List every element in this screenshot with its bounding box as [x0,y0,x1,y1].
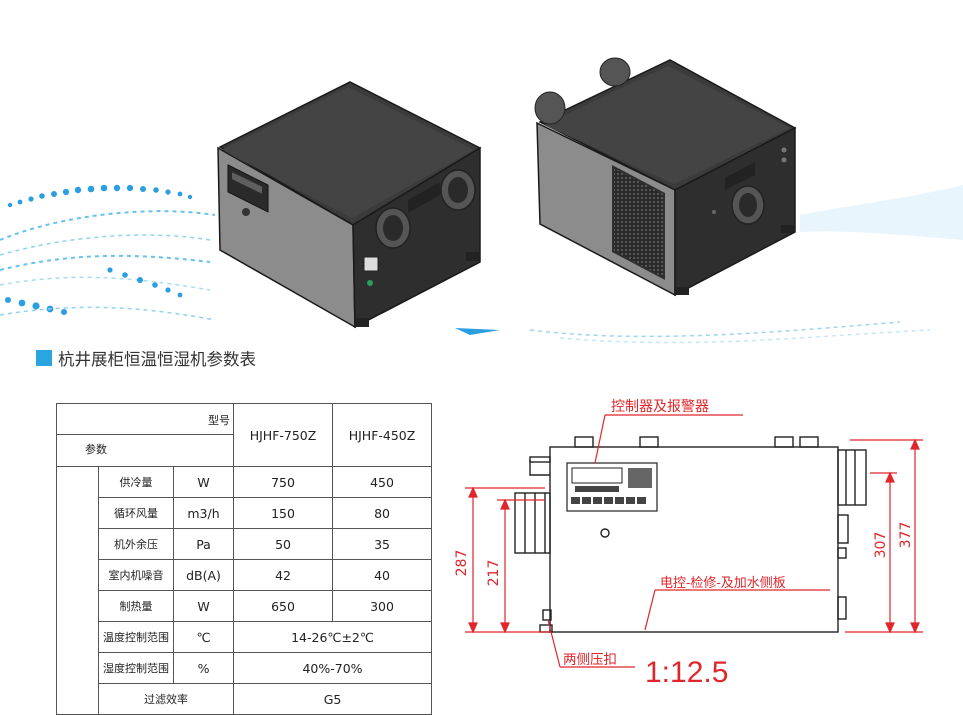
label-controller: 控制器及报警器 [611,399,709,415]
header-model-label: 型号 [208,414,231,427]
value-450: 80 [332,497,433,529]
table-row: 机外余压 Pa 50 35 [57,528,433,560]
value-shared: 40%-70% [233,652,433,684]
param-unit: % [172,652,235,684]
value-450: 40 [332,559,433,591]
section-title-text: 杭井展柜恒温恒湿机参数表 [58,350,256,369]
decorative-swoosh [455,328,500,335]
label-clamp: 两侧压扣 [563,652,617,668]
value-750: 650 [233,590,334,622]
param-unit: Pa [172,528,235,560]
param-label: 湿度控制范围 [98,652,174,684]
param-label: 室内机噪音 [98,559,174,591]
controller-panel [566,462,658,512]
table-header-row: 型号 参数 HJHF-750Z HJHF-450Z [55,403,433,467]
value-750: 42 [233,559,334,591]
param-label: 温度控制范围 [98,621,174,653]
dimension-377: 377 [898,522,914,549]
param-label: 过滤效率 [97,683,235,715]
value-shared: G5 [233,683,433,715]
table-row: 循环风量 m3/h 150 80 [57,497,433,529]
value-750: 50 [233,528,334,560]
param-unit: m3/h [172,497,235,529]
technical-drawing: 控制器及报警器 电控-检修-及加水侧板 两侧压扣 287 217 307 377… [454,399,923,689]
product-hero-illustration [0,57,963,344]
param-label: 制热量 [98,590,174,622]
model-header-450: HJHF-450Z [332,403,433,467]
param-unit: W [172,466,235,498]
value-shared: 14-26℃±2℃ [233,621,433,653]
unit-render-rear [534,57,797,297]
model-header-750: HJHF-750Z [233,403,334,467]
label-side-panel: 电控-检修-及加水侧板 [660,576,786,591]
param-unit: dB(A) [172,559,235,591]
value-750: 150 [233,497,334,529]
decorative-dots-left [107,267,183,298]
header-param-label: 参数 [85,443,107,456]
value-750: 750 [233,466,334,498]
section-title-marker [36,350,52,366]
dimension-lines [465,414,923,668]
table-row: 供冷量 W 750 450 [56,466,433,715]
param-label: 供冷量 [98,466,174,498]
param-unit: W [172,590,235,622]
decorative-dashed-lines [0,210,931,344]
table-row: 室内机噪音 dB(A) 42 40 [57,559,433,591]
param-label: 循环风量 [98,497,174,529]
dimension-287: 287 [454,550,470,577]
table-row: 过滤效率 G5 [57,683,433,715]
drawing-scale: 1:12.5 [645,656,728,689]
spec-table: 型号 参数 HJHF-750Z HJHF-450Z 供冷量 W 750 450 … [55,403,433,715]
param-unit: ℃ [172,621,235,653]
dimension-307: 307 [873,532,889,559]
table-row: 温度控制范围 ℃ 14-26℃±2℃ [57,621,433,653]
param-label: 机外余压 [98,528,174,560]
value-450: 450 [332,466,433,498]
table-corner-header: 型号 参数 [55,403,235,467]
unit-render-front [217,81,482,329]
dimension-217: 217 [486,560,502,587]
decorative-wave-left [5,184,193,315]
table-row: 制热量 W 650 300 [57,590,433,622]
value-450: 35 [332,528,433,560]
decorative-arrow-right [800,185,963,240]
row-group-spacer [56,466,99,715]
section-title: 杭井展柜恒温恒湿机参数表 [36,346,256,370]
table-row: 湿度控制范围 % 40%-70% [57,652,433,684]
value-450: 300 [332,590,433,622]
